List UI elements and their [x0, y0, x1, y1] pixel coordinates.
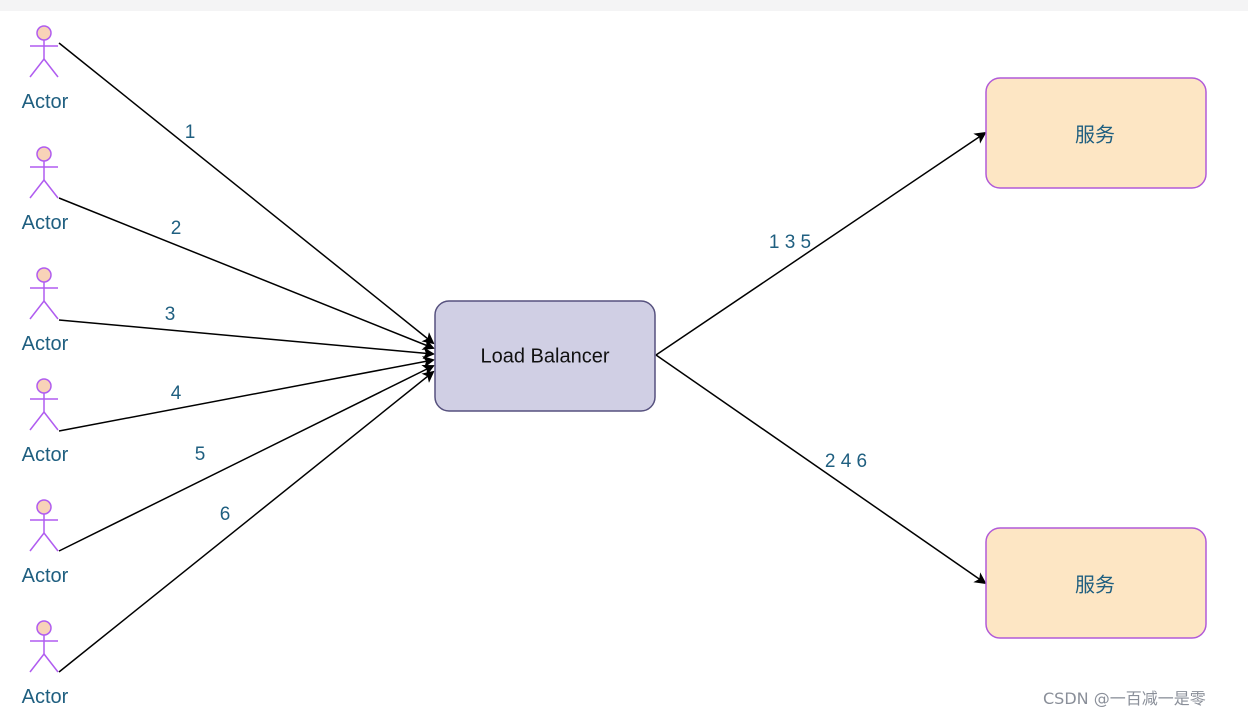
edge-label: 3 [164, 304, 176, 325]
service-box-2[interactable] [985, 527, 1207, 639]
actor-to-lb-edge [58, 355, 435, 432]
edge-label: 2 4 6 [824, 451, 868, 472]
edge-label: 1 3 5 [768, 232, 812, 253]
actor-icon[interactable] [29, 267, 59, 320]
actor-to-lb-edge [58, 370, 435, 673]
load-balancer-box[interactable] [434, 300, 656, 412]
edge-label: 5 [194, 444, 206, 465]
edge-label: 4 [170, 383, 182, 404]
actor-label: Actor [21, 333, 69, 355]
top-bar [0, 0, 1248, 11]
watermark: CSDN @一百减一是零 [1043, 689, 1206, 708]
edge-label: 1 [184, 122, 196, 143]
actor-icon[interactable] [29, 499, 59, 552]
actor-to-lb-edge [58, 365, 435, 552]
actor-to-lb-edge [58, 42, 435, 345]
actor-icon[interactable] [29, 378, 59, 431]
service-label-2: 服务 [1075, 572, 1115, 597]
lb-to-service-edge [655, 131, 987, 356]
edge-label: 2 [170, 218, 182, 239]
edge-label: 6 [219, 504, 231, 525]
actor-to-lb-edge [58, 319, 435, 360]
load-balancer-label: Load Balancer [480, 345, 610, 368]
actor-label: Actor [21, 212, 69, 234]
actor-icon[interactable] [29, 146, 59, 199]
actor-label: Actor [21, 686, 69, 708]
service-box-1[interactable] [985, 77, 1207, 189]
actor-icon[interactable] [29, 620, 59, 673]
lb-to-service-edge [655, 354, 987, 585]
actor-label: Actor [21, 91, 69, 113]
actor-to-lb-edge [58, 197, 435, 350]
actor-label: Actor [21, 565, 69, 587]
actor-label: Actor [21, 444, 69, 466]
actor-icon[interactable] [29, 25, 59, 78]
service-label-1: 服务 [1075, 122, 1115, 147]
